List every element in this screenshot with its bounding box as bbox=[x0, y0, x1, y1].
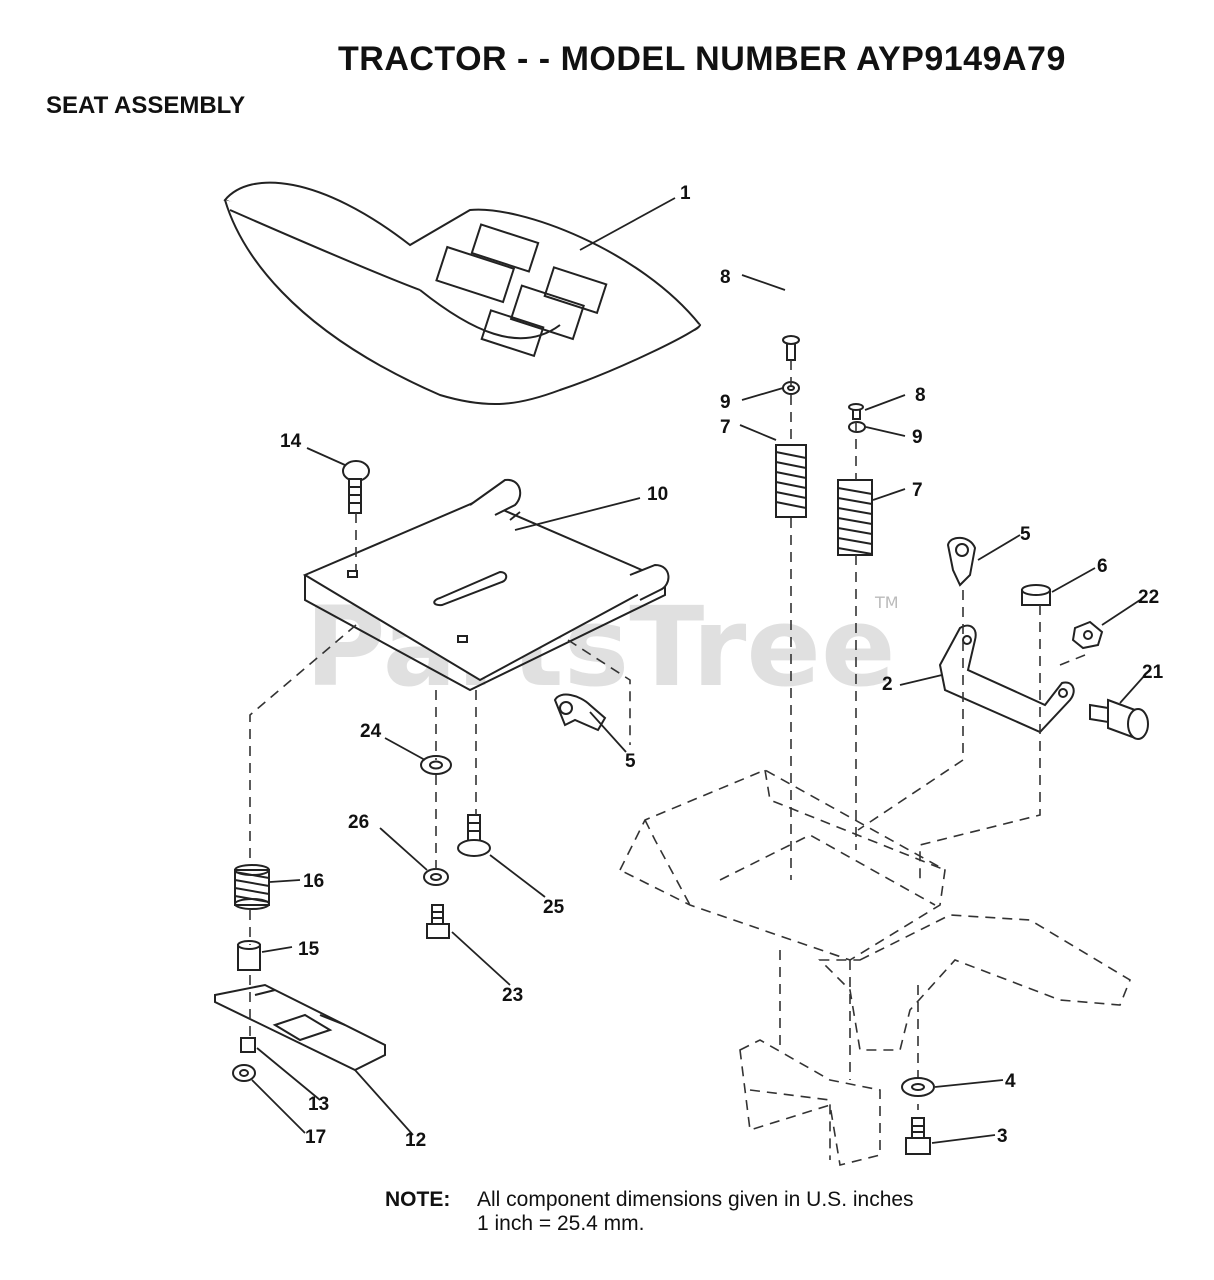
screw-part-8-left bbox=[782, 335, 800, 361]
watermark-tm: TM bbox=[874, 593, 899, 612]
callout-26: 26 bbox=[348, 812, 369, 833]
nut-part-22 bbox=[1071, 620, 1104, 650]
seat-pan-part bbox=[302, 478, 670, 692]
bolt-part-21 bbox=[1089, 698, 1149, 740]
callout-6: 6 bbox=[1097, 556, 1108, 577]
washer-part-24 bbox=[420, 755, 452, 775]
callout-7: 7 bbox=[720, 417, 731, 438]
callout-4: 4 bbox=[1005, 1071, 1016, 1092]
callout-2: 2 bbox=[882, 674, 893, 695]
section-title: SEAT ASSEMBLY bbox=[46, 92, 246, 119]
washer-part-4 bbox=[901, 1077, 935, 1097]
bracket-plate-part-12 bbox=[214, 983, 386, 1072]
alignment-lines bbox=[249, 360, 1086, 1110]
callout-25: 25 bbox=[543, 897, 565, 918]
note-label: NOTE: bbox=[385, 1188, 451, 1211]
callout-24: 24 bbox=[360, 721, 382, 742]
spring-part-7-left bbox=[775, 444, 807, 518]
seat-part bbox=[223, 181, 702, 406]
dimension-note: NOTE: All component dimensions given in U… bbox=[385, 1188, 914, 1236]
callout-12: 12 bbox=[405, 1130, 426, 1151]
callout-labels: 1 8 9 7 8 9 7 14 10 5 6 22 2 21 24 5 26 … bbox=[280, 183, 1164, 1151]
clip-part-lower bbox=[553, 693, 607, 732]
callout-8: 8 bbox=[720, 267, 731, 288]
callout-8: 8 bbox=[915, 385, 926, 406]
callout-15: 15 bbox=[298, 939, 320, 960]
page-title: TRACTOR - - MODEL NUMBER AYP9149A79 bbox=[338, 40, 1066, 78]
bolt-part-3 bbox=[905, 1117, 931, 1155]
callout-16: 16 bbox=[303, 871, 324, 892]
nut-part-13 bbox=[240, 1037, 256, 1053]
shoulder-bolt-part bbox=[457, 814, 491, 857]
washer-part-17 bbox=[232, 1064, 256, 1082]
tractor-frame-outline bbox=[618, 769, 1131, 1166]
spacer-part-15 bbox=[237, 940, 261, 971]
callout-17: 17 bbox=[305, 1127, 326, 1148]
callout-5: 5 bbox=[625, 751, 636, 772]
callout-22: 22 bbox=[1138, 587, 1159, 608]
callout-21: 21 bbox=[1142, 662, 1164, 683]
callout-13: 13 bbox=[308, 1094, 329, 1115]
callout-9: 9 bbox=[720, 392, 731, 413]
callout-3: 3 bbox=[997, 1126, 1008, 1147]
leader-lines bbox=[251, 197, 1146, 1144]
callout-14: 14 bbox=[280, 431, 302, 452]
callout-9: 9 bbox=[912, 427, 923, 448]
spring-part-7-right bbox=[837, 479, 873, 556]
washer-part-26 bbox=[423, 868, 449, 886]
bracket-part-2 bbox=[938, 624, 1075, 734]
bolt-part-23 bbox=[426, 904, 450, 939]
note-line-1: All component dimensions given in U.S. i… bbox=[477, 1188, 914, 1211]
clip-part-upper bbox=[946, 536, 977, 587]
screw-part-8-right bbox=[848, 403, 864, 420]
callout-5: 5 bbox=[1020, 524, 1031, 545]
callout-7: 7 bbox=[912, 480, 923, 501]
callout-10: 10 bbox=[647, 484, 668, 505]
bushing-part-6 bbox=[1021, 584, 1051, 606]
carriage-bolt-part bbox=[342, 460, 370, 514]
washer-part-9-right bbox=[848, 421, 866, 433]
spring-part-16 bbox=[234, 864, 270, 910]
note-line-2: 1 inch = 25.4 mm. bbox=[477, 1212, 645, 1235]
callout-23: 23 bbox=[502, 985, 523, 1006]
callout-1: 1 bbox=[680, 183, 691, 204]
